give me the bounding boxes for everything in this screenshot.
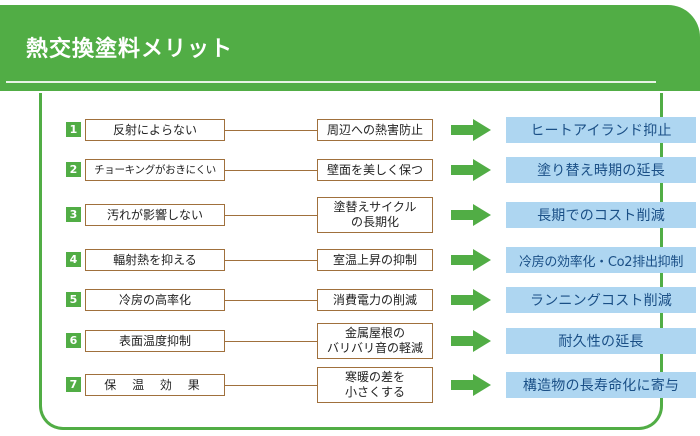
- connector-line: [225, 260, 317, 261]
- result-box: 耐久性の延長: [506, 328, 696, 354]
- arrow-right-icon: [451, 119, 491, 141]
- cause-box: チョーキングがおきにくい: [85, 159, 225, 181]
- title-banner: 熱交換塗料メリット: [0, 5, 700, 91]
- cause-box: 汚れが影響しない: [85, 204, 225, 226]
- merit-row-6: 6 表面温度抑制 金属屋根の バリバリ音の軽減 耐久性の延長: [66, 320, 696, 360]
- result-box: ランニングコスト削減: [506, 287, 696, 313]
- connector-line: [225, 215, 317, 216]
- result-box: 長期でのコスト削減: [506, 202, 696, 228]
- arrow-right-icon: [451, 374, 491, 396]
- cause-box: 輻射熱を抑える: [85, 249, 225, 271]
- row-number: 4: [66, 252, 81, 267]
- cause-box: 冷房の高率化: [85, 289, 225, 311]
- connector-line: [225, 170, 317, 171]
- connector-line: [225, 130, 317, 131]
- banner-divider: [6, 81, 656, 83]
- row-number: 3: [66, 207, 81, 222]
- row-number: 7: [66, 377, 81, 392]
- row-number: 5: [66, 292, 81, 307]
- merit-row-5: 5 冷房の高率化 消費電力の削減 ランニングコスト削減: [66, 280, 696, 320]
- row-number: 6: [66, 333, 81, 348]
- effect-box: 壁面を美しく保つ: [317, 159, 433, 181]
- connector-line: [225, 300, 317, 301]
- connector-line: [225, 385, 317, 386]
- merit-row-2: 2 チョーキングがおきにくい 壁面を美しく保つ 塗り替え時期の延長: [66, 150, 696, 190]
- arrow-right-icon: [451, 204, 491, 226]
- merit-row-3: 3 汚れが影響しない 塗替えサイクル の長期化 長期でのコスト削減: [66, 194, 696, 234]
- effect-box: 寒暖の差を 小さくする: [317, 367, 433, 403]
- merit-row-4: 4 輻射熱を抑える 室温上昇の抑制 冷房の効率化・Co2排出抑制: [66, 240, 696, 280]
- connector-line: [225, 341, 317, 342]
- effect-box: 消費電力の削減: [317, 289, 433, 311]
- page-title: 熱交換塗料メリット: [26, 37, 234, 62]
- cause-box: 表面温度抑制: [85, 330, 225, 352]
- result-box: 構造物の長寿命化に寄与: [506, 372, 696, 398]
- arrow-right-icon: [451, 159, 491, 181]
- result-box: 冷房の効率化・Co2排出抑制: [506, 247, 696, 273]
- arrow-right-icon: [451, 330, 491, 352]
- effect-box: 塗替えサイクル の長期化: [317, 197, 433, 233]
- effect-box: 周辺への熱害防止: [317, 119, 433, 141]
- row-number: 1: [66, 122, 81, 137]
- cause-box: 保 温 効 果: [85, 374, 225, 396]
- arrow-right-icon: [451, 249, 491, 271]
- row-number: 2: [66, 162, 81, 177]
- result-box: 塗り替え時期の延長: [506, 157, 696, 183]
- effect-box: 室温上昇の抑制: [317, 249, 433, 271]
- merit-row-1: 1 反射によらない 周辺への熱害防止 ヒートアイランド抑止: [66, 110, 696, 150]
- effect-box: 金属屋根の バリバリ音の軽減: [317, 323, 433, 359]
- cause-box: 反射によらない: [85, 119, 225, 141]
- result-box: ヒートアイランド抑止: [506, 117, 696, 143]
- arrow-right-icon: [451, 289, 491, 311]
- merit-row-7: 7 保 温 効 果 寒暖の差を 小さくする 構造物の長寿命化に寄与: [66, 364, 696, 404]
